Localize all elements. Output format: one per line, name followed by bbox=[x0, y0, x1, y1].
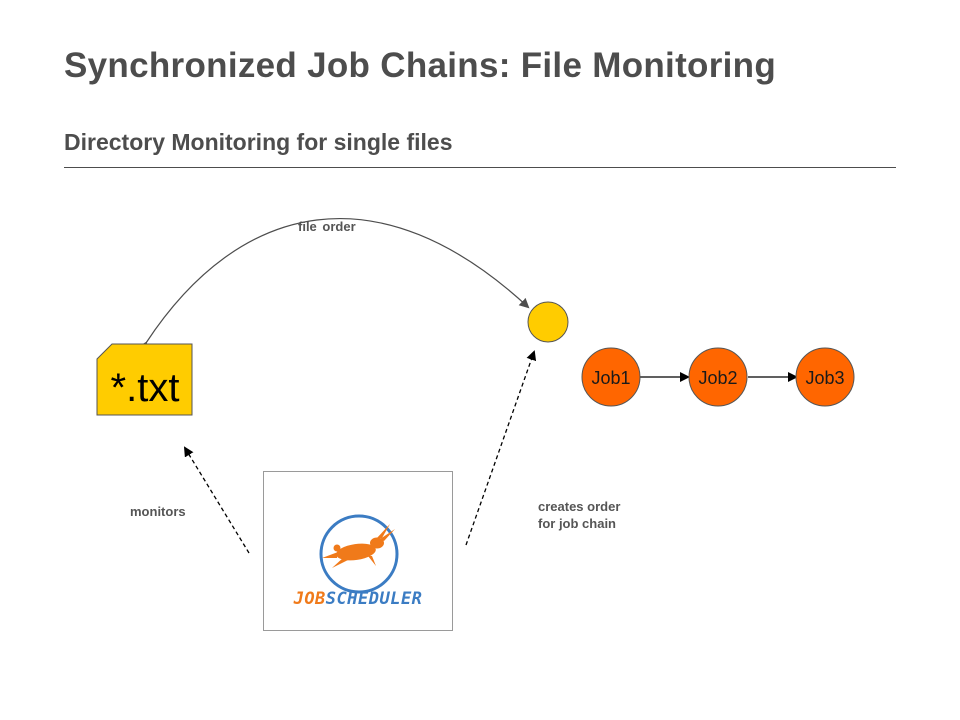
job-node-job3: Job3 bbox=[795, 347, 855, 407]
job-node-label: Job3 bbox=[805, 368, 844, 388]
job-node-label: Job1 bbox=[591, 368, 630, 388]
rabbit-logo-icon bbox=[319, 514, 399, 594]
monitors-label: monitors bbox=[130, 504, 186, 519]
page-subtitle: Directory Monitoring for single files bbox=[64, 129, 453, 155]
file-node-shape bbox=[96, 343, 193, 416]
creates-order-label-line2: for job chain bbox=[538, 516, 616, 531]
job-node-label: Job2 bbox=[698, 368, 737, 388]
file-node: *.txt bbox=[96, 343, 193, 416]
file-node-label: *.txt bbox=[111, 366, 180, 410]
monitors-arrow bbox=[183, 446, 250, 554]
logo-text-part2: SCHEDULER bbox=[325, 589, 423, 609]
creates-order-label: creates order for job chain bbox=[538, 498, 620, 532]
order-token bbox=[527, 301, 569, 343]
jobscheduler-logo: JOBSCHEDULER bbox=[263, 471, 453, 631]
jobscheduler-logo-text: JOBSCHEDULER bbox=[264, 589, 452, 609]
logo-text-part1: JOB bbox=[293, 589, 326, 609]
page-title: Synchronized Job Chains: File Monitoring bbox=[64, 46, 777, 85]
creates-order-arrow bbox=[465, 350, 537, 546]
job-node-job1: Job1 bbox=[581, 347, 641, 407]
job-node-job2: Job2 bbox=[688, 347, 748, 407]
creates-order-label-line1: creates order bbox=[538, 499, 621, 514]
file-order-arrow bbox=[137, 217, 530, 353]
job-chain: Job1 Job2 Job3 bbox=[581, 347, 855, 407]
title-divider bbox=[64, 167, 896, 168]
file-order-label: file order bbox=[298, 219, 356, 234]
